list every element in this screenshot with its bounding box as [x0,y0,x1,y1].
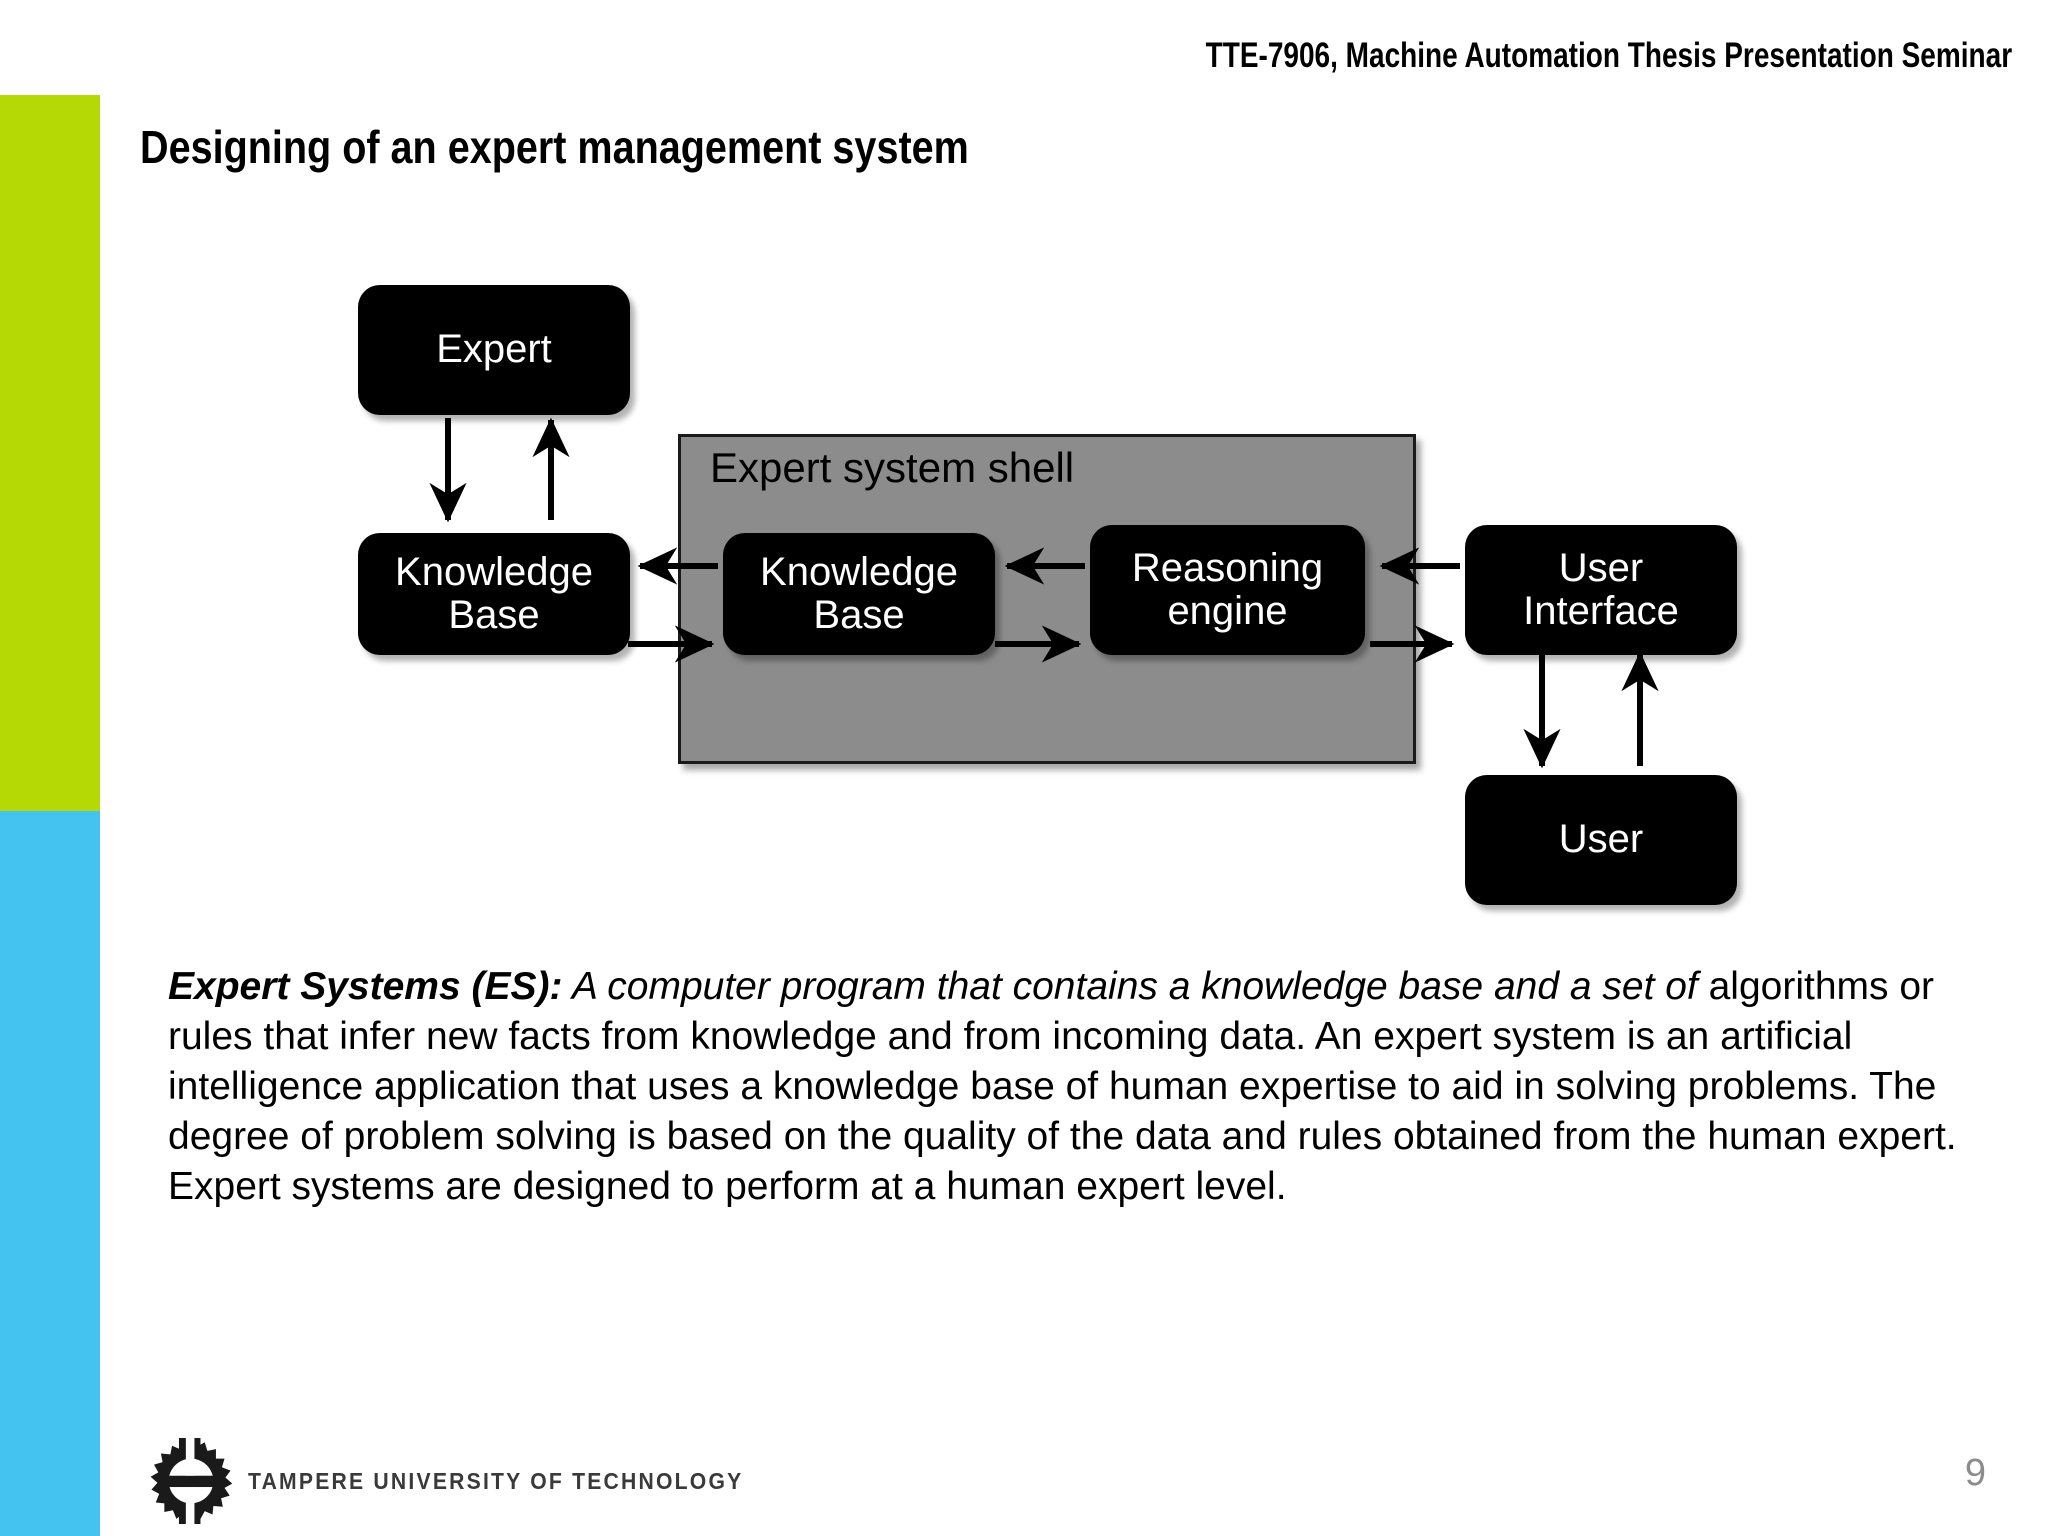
node-user-interface[interactable]: User Interface [1465,525,1737,655]
node-user-interface-line2: Interface [1523,589,1679,633]
node-knowledge-base-shell-line1: Knowledge [760,549,958,594]
node-reasoning-engine-line2: engine [1167,589,1288,633]
node-knowledge-base-external-line2: Base [448,593,540,637]
page-number: 9 [1964,1452,1986,1494]
node-reasoning-engine-line1: Reasoning [1131,545,1324,590]
node-knowledge-base-shell[interactable]: Knowledge Base [723,533,995,655]
sidebar-accent-green [0,95,100,811]
body-lead-bold: Expert Systems (ES): [168,965,563,1008]
body-rest: algorithms or rules that infer new facts… [168,965,1957,1208]
body-lead-italic: A computer program that contains a knowl… [562,965,1698,1008]
node-expert[interactable]: Expert [358,285,630,415]
node-knowledge-base-shell-line2: Base [813,593,905,637]
node-user-interface-line1: User [1558,545,1644,590]
tut-gear-logo [150,1438,233,1524]
node-knowledge-base-external[interactable]: Knowledge Base [358,533,630,655]
expert-system-shell-label: Expert system shell [710,444,1075,491]
node-user-label: User [1558,817,1644,862]
node-expert-label: Expert [436,327,552,372]
expert-system-diagram: Expert system shell [358,285,1737,905]
footer-organization-name: TAMPERE UNIVERSITY OF TECHNOLOGY [248,1468,744,1494]
node-reasoning-engine[interactable]: Reasoning engine [1090,525,1365,655]
node-knowledge-base-external-line1: Knowledge [395,549,593,594]
node-user[interactable]: User [1465,775,1737,905]
slide-header: TTE-7906, Machine Automation Thesis Pres… [1205,36,2013,75]
body-paragraph: Expert Systems (ES): A computer program … [168,962,1958,1212]
page-title: Designing of an expert management system [140,121,969,173]
sidebar-accent-blue [0,811,100,1536]
